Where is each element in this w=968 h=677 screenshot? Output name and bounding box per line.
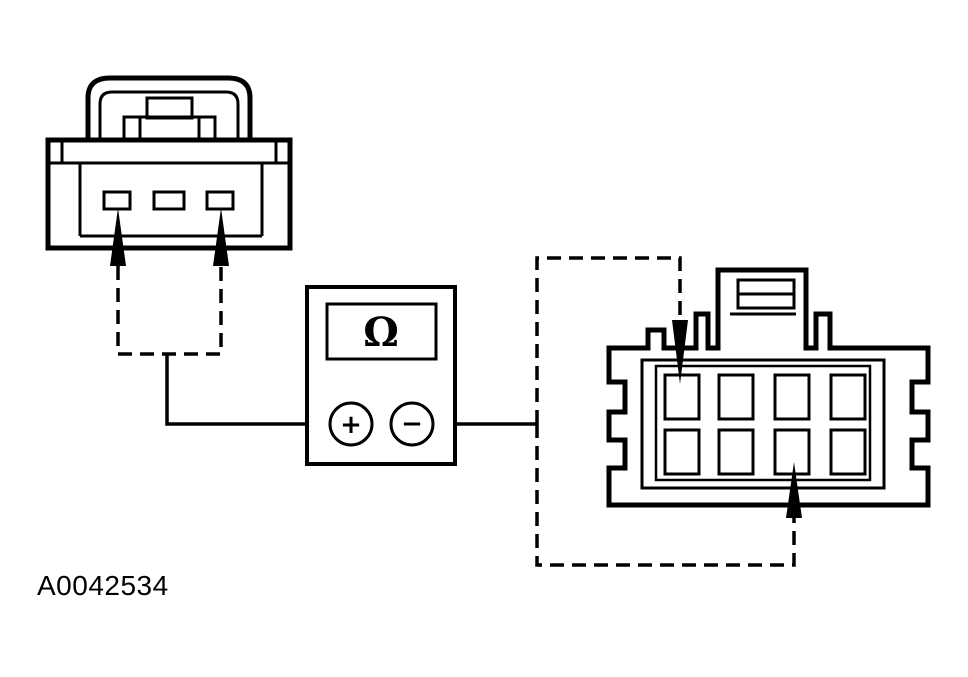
negative-terminal	[389, 401, 435, 447]
right-connector-pin-5	[663, 428, 701, 476]
left-connector-latch	[85, 75, 253, 140]
jumper-right	[535, 256, 796, 567]
right-connector-pin-3	[773, 373, 811, 421]
positive-terminal-label: +	[340, 410, 362, 440]
right-connector	[606, 267, 931, 508]
ohmmeter-display	[325, 302, 438, 361]
ohmmeter: Ω + −	[305, 285, 457, 466]
probe-right-pin-1	[672, 320, 688, 384]
right-connector-pin-6	[717, 428, 755, 476]
probe-left-pin-3	[213, 208, 229, 266]
positive-lead-wire	[165, 354, 330, 426]
left-connector-pin-2	[152, 190, 186, 211]
right-connector-pin-2	[717, 373, 755, 421]
right-connector-body	[606, 267, 931, 508]
left-connector-pin-3	[205, 190, 235, 211]
probe-right-pin-7	[786, 462, 802, 518]
left-connector	[45, 75, 293, 251]
left-connector-lock-tab	[145, 96, 194, 120]
figure-id: A0042534	[37, 570, 169, 601]
right-connector-pin-8	[829, 428, 867, 476]
ohm-symbol: Ω	[363, 309, 399, 356]
left-connector-body	[45, 137, 293, 251]
left-connector-pin-1	[102, 190, 132, 211]
right-connector-pin-4	[829, 373, 867, 421]
negative-terminal-label: −	[401, 409, 423, 439]
right-connector-pin-1	[663, 373, 701, 421]
probe-left-pin-1	[110, 208, 126, 266]
positive-terminal	[328, 401, 374, 447]
jumper-left	[116, 266, 223, 356]
right-connector-pin-7	[773, 428, 811, 476]
